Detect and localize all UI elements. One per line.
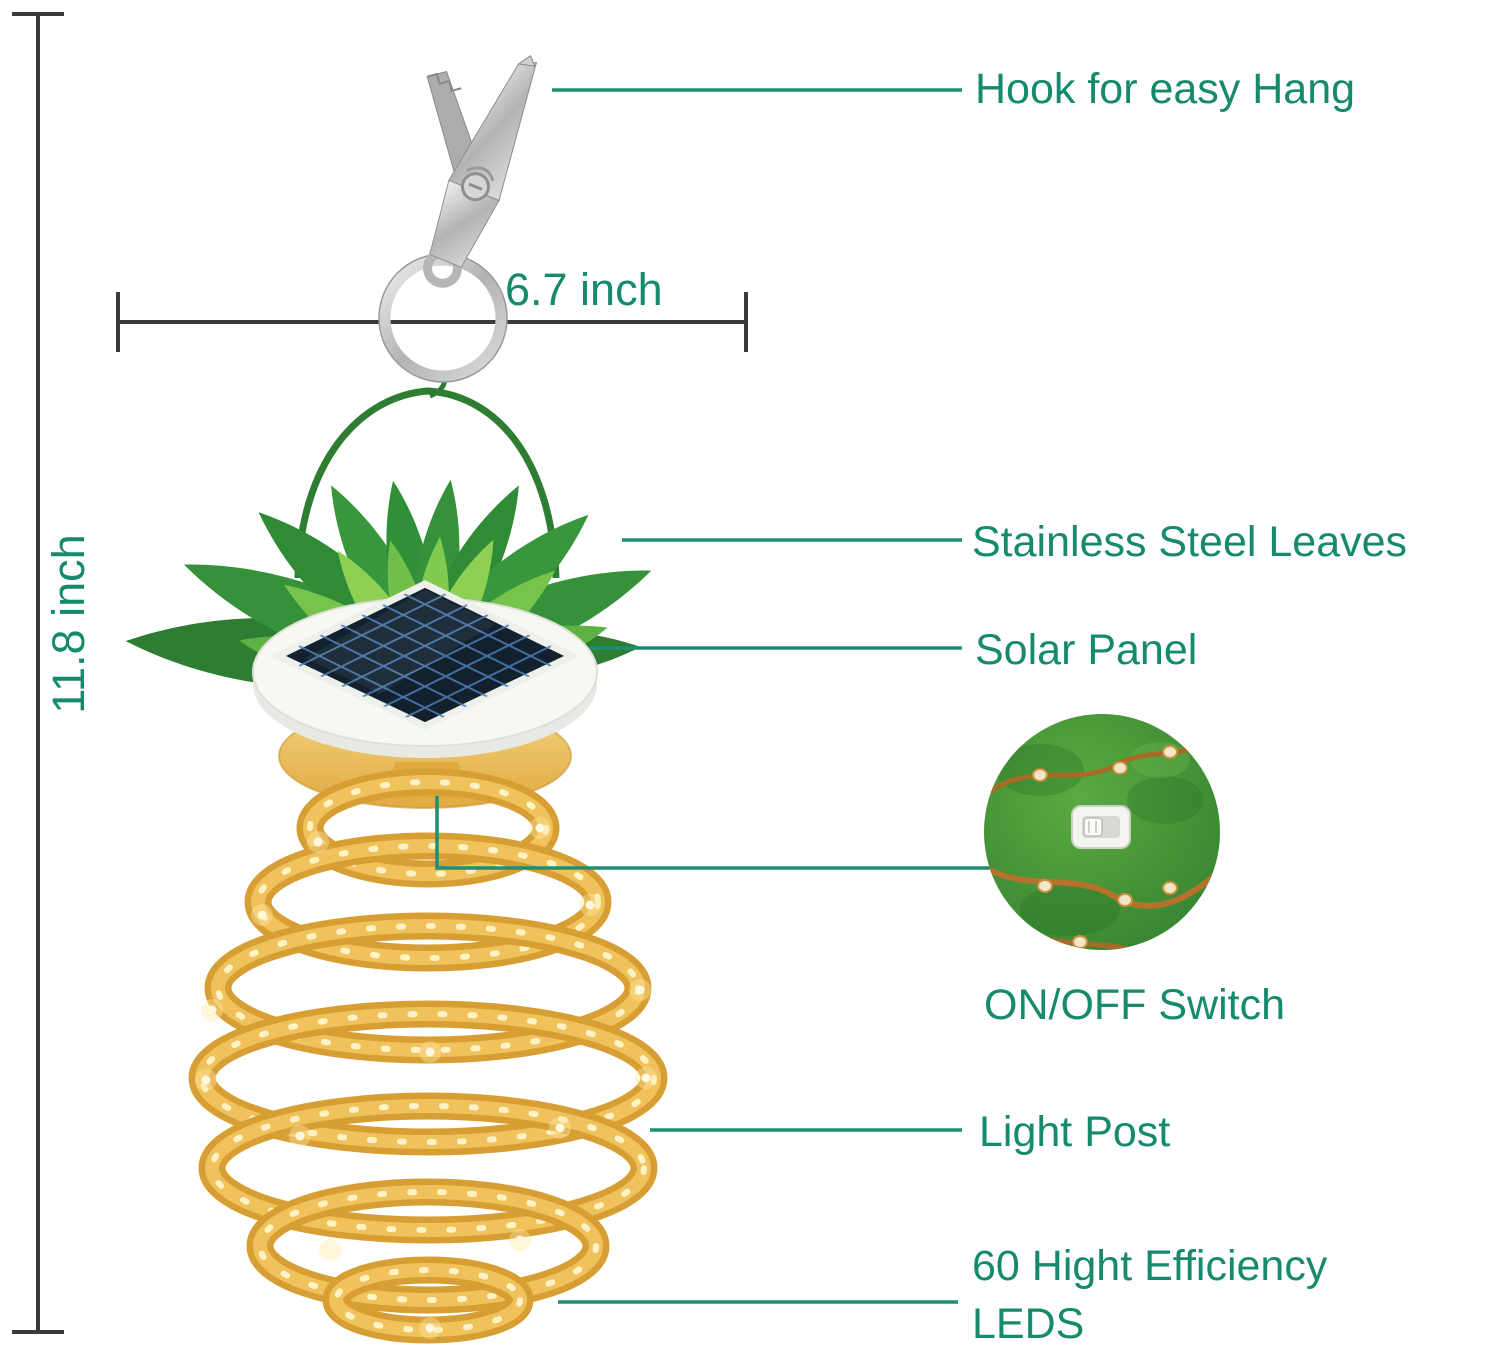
- width-dimension-line: [116, 292, 748, 352]
- copper-wire: [984, 865, 1216, 909]
- alligator-clip-icon: [422, 55, 538, 288]
- switch-label: ON/OFF Switch: [984, 981, 1286, 1029]
- light-post-label: Light Post: [979, 1108, 1171, 1156]
- hook-label: Hook for easy Hang: [975, 65, 1356, 113]
- width-dimension-label: 6.7 inch: [505, 264, 663, 315]
- keyring: [378, 253, 508, 383]
- led-glow-dots: [195, 817, 657, 1339]
- height-dimension-label: 11.8 inch: [43, 534, 94, 714]
- inset-led-bulbs: [1032, 745, 1178, 949]
- led-spiral: [188, 768, 668, 1344]
- on-off-switch-icon: [1071, 805, 1131, 849]
- height-dimension-line: [12, 12, 64, 1334]
- solar-panel-label: Solar Panel: [975, 626, 1198, 674]
- switch-detail-inset: [984, 714, 1220, 950]
- solar-panel: [252, 580, 598, 758]
- leader-lines: [435, 88, 1000, 1304]
- leds-label: 60 Hight Efficiency LEDS: [972, 1242, 1328, 1349]
- switch-leader-line: [435, 796, 1000, 870]
- leaves-label: Stainless Steel Leaves: [972, 518, 1408, 566]
